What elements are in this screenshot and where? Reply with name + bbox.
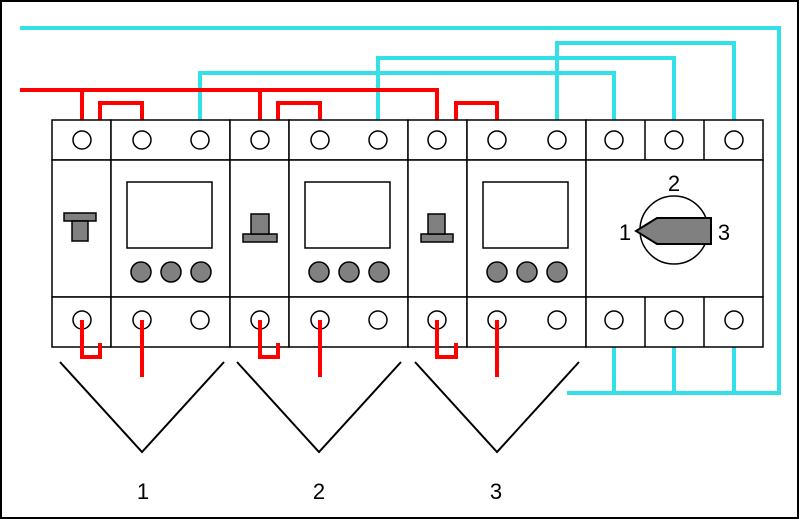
bottom-terminal-11[interactable] xyxy=(664,310,684,330)
switch-position-1: 1 xyxy=(619,220,631,245)
group-bracket-3 xyxy=(414,361,580,454)
breaker-toggle xyxy=(250,213,270,235)
relay-button[interactable] xyxy=(338,261,360,283)
top-terminal-9[interactable] xyxy=(547,130,567,150)
relay-3 xyxy=(466,119,587,348)
top-terminal-4[interactable] xyxy=(250,130,270,150)
phase-return-2 xyxy=(258,320,280,359)
neutral-loop-a xyxy=(555,41,736,140)
phase-return-1 xyxy=(80,320,102,359)
breaker-toggle xyxy=(71,220,89,242)
breaker-toggle xyxy=(427,213,446,235)
relay-button[interactable] xyxy=(516,261,538,283)
top-terminal-5[interactable] xyxy=(310,130,330,150)
bottom-terminal-9[interactable] xyxy=(547,310,567,330)
group-label-2: 2 xyxy=(313,479,325,504)
group-bracket-1 xyxy=(59,361,225,454)
neutral-loop-c xyxy=(198,71,616,140)
breaker-toggle[interactable] xyxy=(420,233,454,243)
relay-button[interactable] xyxy=(190,261,212,283)
relay-display xyxy=(126,181,213,249)
top-terminal-12[interactable] xyxy=(724,130,744,150)
relay-button[interactable] xyxy=(160,261,182,283)
top-terminal-3[interactable] xyxy=(190,130,210,150)
switch-position-2: 2 xyxy=(668,171,680,196)
top-terminal-11[interactable] xyxy=(664,130,684,150)
relay-2 xyxy=(288,119,409,348)
group-label-1: 1 xyxy=(137,479,149,504)
selector-knob[interactable] xyxy=(634,217,712,245)
relay-display xyxy=(304,181,391,249)
group-label-3: 3 xyxy=(490,479,502,504)
top-terminal-10[interactable] xyxy=(604,130,624,150)
breaker-3 xyxy=(407,119,468,348)
top-terminal-7[interactable] xyxy=(427,130,447,150)
top-terminal-2[interactable] xyxy=(132,130,152,150)
bottom-terminal-6[interactable] xyxy=(368,310,388,330)
relay-button[interactable] xyxy=(368,261,390,283)
relay-1 xyxy=(110,119,231,348)
group-bracket-2 xyxy=(236,361,402,454)
top-terminal-1[interactable] xyxy=(72,130,92,150)
top-terminal-8[interactable] xyxy=(487,130,507,150)
bottom-terminal-10[interactable] xyxy=(604,310,624,330)
relay-button[interactable] xyxy=(308,261,330,283)
switch-position-3: 3 xyxy=(718,220,730,245)
phase-return-3 xyxy=(435,320,458,359)
relay-button[interactable] xyxy=(130,261,152,283)
modules xyxy=(51,119,764,348)
relay-button[interactable] xyxy=(546,261,568,283)
neutral-loop-b xyxy=(376,56,676,140)
top-terminal-6[interactable] xyxy=(368,130,388,150)
bottom-terminal-3[interactable] xyxy=(190,310,210,330)
breaker-toggle[interactable] xyxy=(63,212,97,222)
group-brackets xyxy=(59,361,580,454)
relay-button[interactable] xyxy=(486,261,508,283)
relay-display xyxy=(482,181,569,249)
bottom-terminal-12[interactable] xyxy=(724,310,744,330)
phase-wiring-bottom xyxy=(80,320,499,377)
breaker-toggle[interactable] xyxy=(242,233,278,243)
